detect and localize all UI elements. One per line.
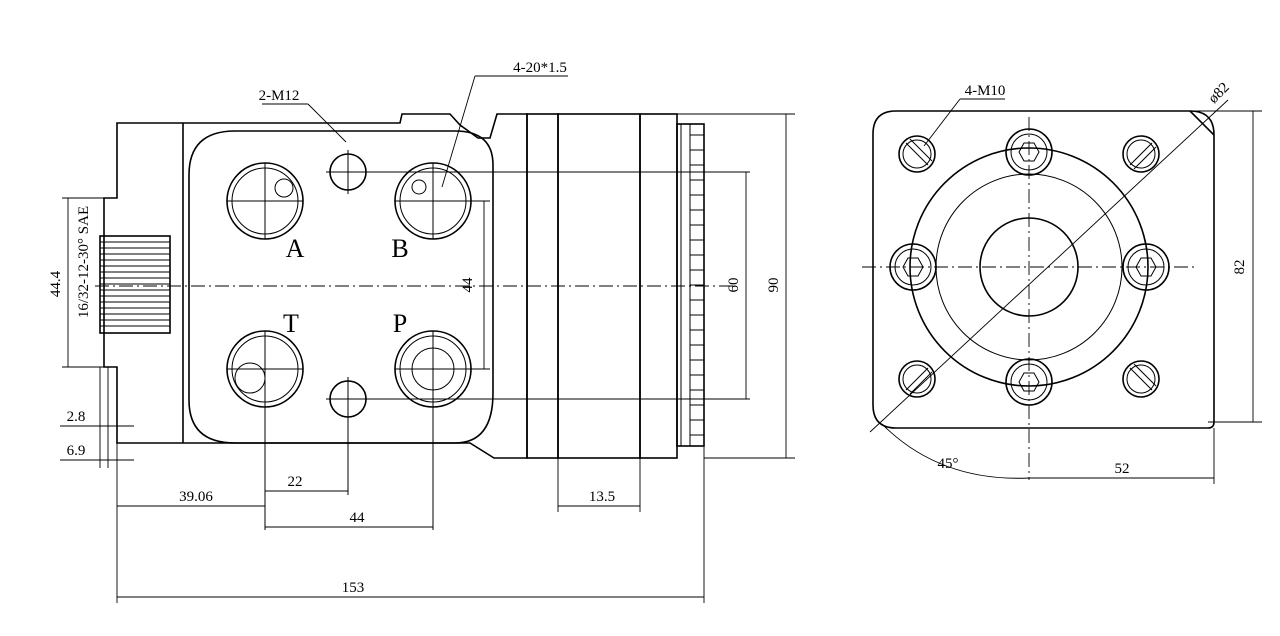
dim-13-5: 13.5 (589, 489, 615, 505)
dim-44-vertical: 44 (460, 277, 476, 293)
callout-2-m12: 2-M12 (259, 88, 300, 104)
m10-hole-bottom-left (898, 360, 936, 398)
pilot-outer (909, 147, 1149, 387)
dim-45-deg: 45° (938, 456, 959, 472)
port-label-p: P (393, 309, 407, 338)
m10-hole-top-right (1122, 135, 1160, 173)
end-view: ø82 4-M10 45° 52 82 (862, 80, 1262, 484)
side-view: A B T P 2-M12 4-20*1.5 44 60 90 44.4 16/… (48, 60, 795, 603)
callout-4-m10: 4-M10 (965, 83, 1006, 99)
end-cap-bolts (690, 134, 704, 436)
dim-90: 90 (766, 278, 782, 293)
dim-39-06: 39.06 (179, 489, 213, 505)
hex-bolt-left (889, 243, 937, 291)
mount-hole-bottom (326, 377, 750, 495)
port-label-a: A (286, 234, 305, 263)
dim-44-4: 44.4 (48, 270, 64, 297)
bore (979, 217, 1079, 317)
dim-44-horizontal: 44 (350, 510, 366, 526)
port-label-b: B (391, 234, 408, 263)
flange-outline (872, 110, 1215, 429)
dim-52: 52 (1115, 461, 1130, 477)
m10-hole-bottom-right (1122, 360, 1160, 398)
dim-6-9: 6.9 (67, 443, 86, 459)
spline-teeth (100, 241, 170, 327)
dim-60: 60 (726, 278, 742, 293)
hex-bolt-top (1005, 128, 1053, 176)
m10-hole-top-left (898, 135, 936, 173)
port-p (394, 330, 490, 530)
port-b (394, 162, 490, 240)
port-a (226, 162, 304, 240)
dim-82: 82 (1232, 260, 1248, 275)
shaft-spec: 16/32-12-30° SAE (76, 206, 92, 318)
dim-153: 153 (342, 580, 365, 596)
diameter-line (869, 99, 1229, 433)
hex-bolt-right (1122, 243, 1170, 291)
angle-arc (881, 423, 1030, 479)
dim-22: 22 (288, 474, 303, 490)
port-panel (188, 130, 494, 444)
port-t (226, 330, 304, 530)
callout-4-20: 4-20*1.5 (513, 60, 567, 76)
dim-2-8: 2.8 (67, 409, 86, 425)
mount-hole-top (326, 150, 750, 194)
hex-bolt-bottom (1005, 358, 1053, 406)
port-label-t: T (283, 309, 299, 338)
dim-diameter-82: ø82 (1206, 80, 1233, 107)
